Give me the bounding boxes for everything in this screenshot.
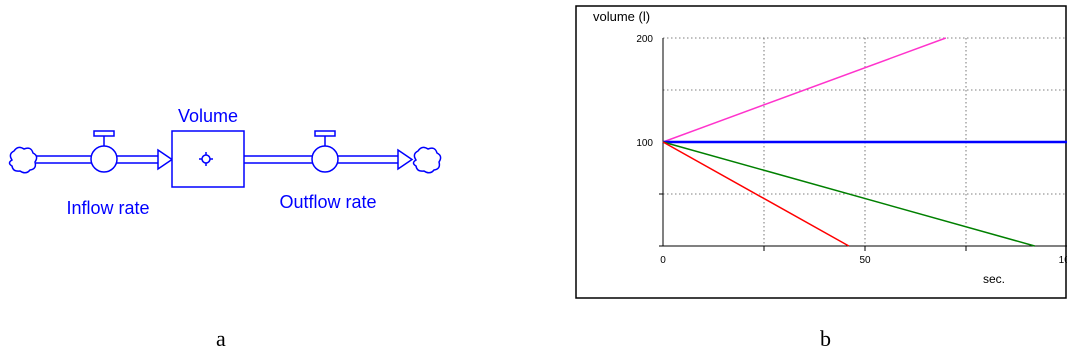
stock-flow-svg: Volume Inflow rate Outflow rate	[8, 106, 442, 218]
volume-stock-box	[171, 130, 245, 188]
chart-svg: 0 50 100 100 200 volume (l) sec.	[575, 5, 1067, 299]
x-tick-label: 100	[1059, 255, 1067, 266]
volume-chart: 0 50 100 100 200 volume (l) sec.	[575, 5, 1067, 300]
x-tick-label: 50	[859, 255, 871, 266]
chart-series	[662, 37, 1067, 247]
y-tick-label: 100	[636, 138, 653, 149]
series-line	[662, 37, 947, 143]
y-axis-label: volume (l)	[593, 9, 650, 24]
inflow-label: Inflow rate	[66, 198, 149, 218]
inflow-valve-icon	[90, 130, 118, 173]
x-axis-label: sec.	[983, 272, 1005, 286]
caption-b: b	[820, 326, 831, 351]
y-tick-label: 200	[636, 34, 653, 45]
caption-a: a	[216, 326, 226, 351]
stock-flow-diagram: Volume Inflow rate Outflow rate	[0, 90, 470, 240]
series-line	[662, 141, 1035, 247]
stock-label: Volume	[178, 106, 238, 126]
source-cloud-icon	[8, 146, 38, 174]
x-tick-label: 0	[660, 255, 666, 266]
series-line	[662, 141, 850, 247]
outflow-valve-icon	[311, 130, 339, 173]
sink-cloud-icon	[412, 146, 442, 174]
chart-frame	[575, 5, 1067, 299]
outflow-label: Outflow rate	[279, 192, 376, 212]
